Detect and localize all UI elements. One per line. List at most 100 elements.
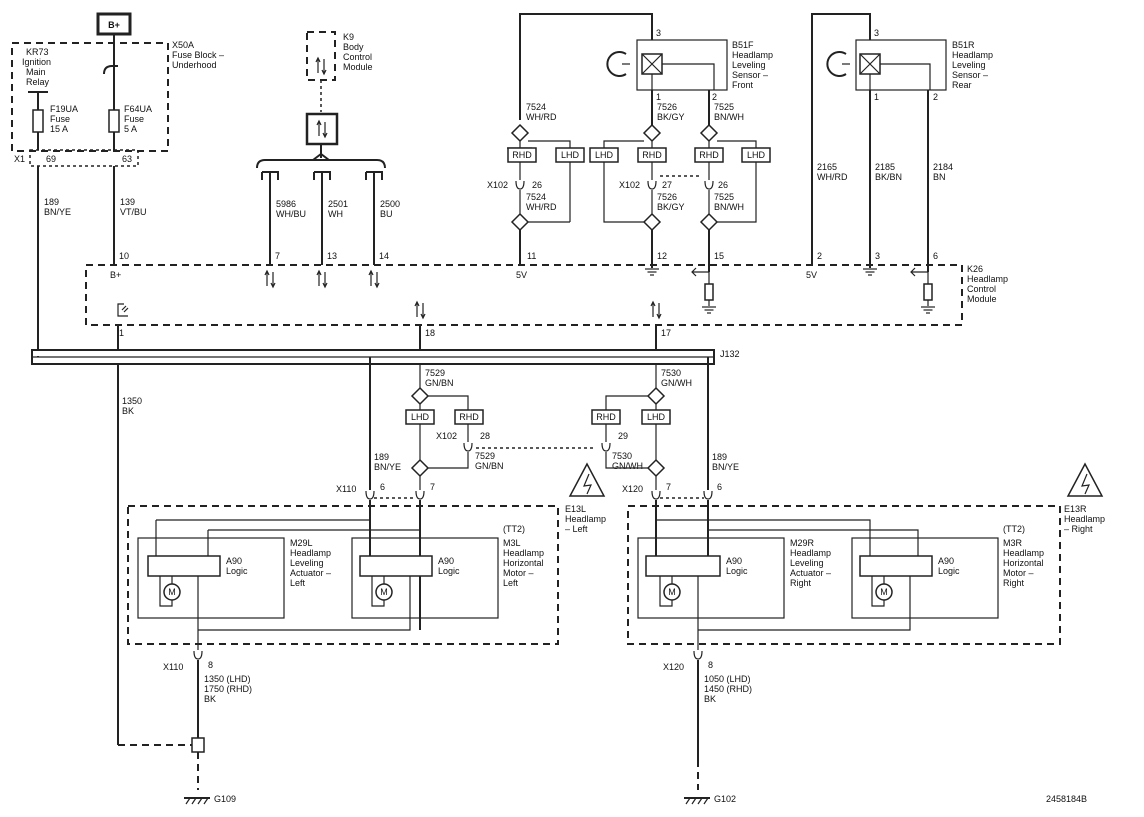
wgl1: 1350 (LHD)	[204, 674, 251, 684]
b51f-pin3: 3	[656, 28, 661, 38]
m3r-l2: Horizontal	[1003, 558, 1044, 568]
w189-left-num: 189	[374, 452, 389, 462]
x102-name-3: X102	[436, 431, 457, 441]
k26-pin11: 11	[527, 251, 536, 261]
e13l-l2: – Left	[565, 524, 588, 534]
opt-lhd-3: LHD	[747, 150, 766, 160]
wire-139-color: VT/BU	[120, 207, 147, 217]
opt-lhd-4: LHD	[411, 412, 430, 422]
m3r-logic-b: Logic	[938, 566, 960, 576]
fuse2-name: F64UA	[124, 104, 152, 114]
k26-name: K26	[967, 264, 983, 274]
m3l-l1: Headlamp	[503, 548, 544, 558]
k26-5v-1: 5V	[516, 270, 527, 280]
w2165-color: WH/RD	[817, 172, 848, 182]
b51f-l4: Front	[732, 80, 754, 90]
x1-pin-a: 69	[46, 154, 56, 164]
opt-rhd-4: RHD	[459, 412, 479, 422]
relay-name: KR73	[26, 47, 49, 57]
fuse-f64ua	[108, 109, 120, 133]
opt-rhd-1: RHD	[512, 150, 532, 160]
wgl2: 1750 (RHD)	[204, 684, 252, 694]
b51f-sensor-arc	[606, 51, 627, 77]
b51r-l1: Headlamp	[952, 50, 993, 60]
fuse1-name: F19UA	[50, 104, 78, 114]
m3l-logic	[359, 555, 433, 577]
x102-pin27: 27	[662, 180, 672, 190]
w7524-top-num: 7524	[526, 102, 546, 112]
b51r-pin1: 1	[874, 92, 879, 102]
k26-pin10: 10	[119, 251, 129, 261]
m29r-motor: M	[668, 587, 676, 597]
m29l-logic-a: A90	[226, 556, 242, 566]
k26-pin2: 2	[817, 251, 822, 261]
w7524-bot-color: WH/RD	[526, 202, 557, 212]
k26-l1: Headlamp	[967, 274, 1008, 284]
m29l-l4: Left	[290, 578, 306, 588]
w7526-top-num: 7526	[657, 102, 677, 112]
m29r-name: M29R	[790, 538, 815, 548]
m29r-logic	[645, 555, 721, 577]
b51f-outline	[636, 39, 728, 91]
w7524-top-color: WH/RD	[526, 112, 557, 122]
fuse-block-outline	[11, 42, 169, 152]
m3r-motor: M	[880, 587, 888, 597]
relay-l3: Relay	[26, 77, 50, 87]
wire-5986-color: WH/BU	[276, 209, 306, 219]
b51r-pin3: 3	[874, 28, 879, 38]
g102-ground-icon	[684, 797, 710, 805]
k26-pin3: 3	[875, 251, 880, 261]
w189-right-color: BN/YE	[712, 462, 739, 472]
b51r-pin2: 2	[933, 92, 938, 102]
x110-pin8: 8	[208, 660, 213, 670]
b51f-l1: Headlamp	[732, 50, 773, 60]
m29r-logic-a: A90	[726, 556, 742, 566]
lightning-warning-right	[1066, 462, 1104, 497]
wgl3: BK	[204, 694, 216, 704]
w7529-top-color: GN/BN	[425, 378, 454, 388]
m3r-l4: Right	[1003, 578, 1025, 588]
wire-2500-color: BU	[380, 209, 393, 219]
fuse1-l2: 15 A	[50, 124, 68, 134]
e13l-outline	[127, 505, 559, 645]
g102-label: G102	[714, 794, 736, 804]
wire-2500-num: 2500	[380, 199, 400, 209]
b51f-l3: Sensor –	[732, 70, 768, 80]
m29r-outline	[637, 537, 785, 619]
w7525-top-num: 7525	[714, 102, 734, 112]
m29r-logic-b: Logic	[726, 566, 748, 576]
k9-l3: Module	[343, 62, 373, 72]
w7530-bot-num: 7530	[612, 451, 632, 461]
x102-pin26-a: 26	[532, 180, 542, 190]
k26-pin7: 7	[275, 251, 280, 261]
m3r-outline	[851, 537, 999, 619]
k26-outline	[85, 264, 963, 326]
b51r-l4: Rear	[952, 80, 972, 90]
k26-pin18: 18	[425, 328, 435, 338]
fuse1-l1: Fuse	[50, 114, 70, 124]
lightning-warning-left	[568, 462, 606, 497]
fuse-f19ua	[32, 109, 44, 133]
w1350-num: 1350	[122, 396, 142, 406]
m3l-l4: Left	[503, 578, 519, 588]
x110-pin6: 6	[380, 482, 385, 492]
k9-l2: Control	[343, 52, 372, 62]
w7525-bot-num: 7525	[714, 192, 734, 202]
m29l-l1: Headlamp	[290, 548, 331, 558]
m3l-tt: (TT2)	[503, 524, 525, 534]
m3r-logic	[859, 555, 933, 577]
x120-name-2: X120	[663, 662, 684, 672]
m3r-name: M3R	[1003, 538, 1023, 548]
x102-pin29: 29	[618, 431, 628, 441]
m3r-l3: Motor –	[1003, 568, 1034, 578]
b51r-outline	[855, 39, 947, 91]
m29l-l2: Leveling	[290, 558, 324, 568]
x120-pin8: 8	[708, 660, 713, 670]
m3l-name: M3L	[503, 538, 521, 548]
e13l-l1: Headlamp	[565, 514, 606, 524]
fuse-block-desc2: Underhood	[172, 60, 217, 70]
w2185-num: 2185	[875, 162, 895, 172]
k26-pin1: 1	[119, 328, 124, 338]
g109-splice	[191, 737, 205, 753]
